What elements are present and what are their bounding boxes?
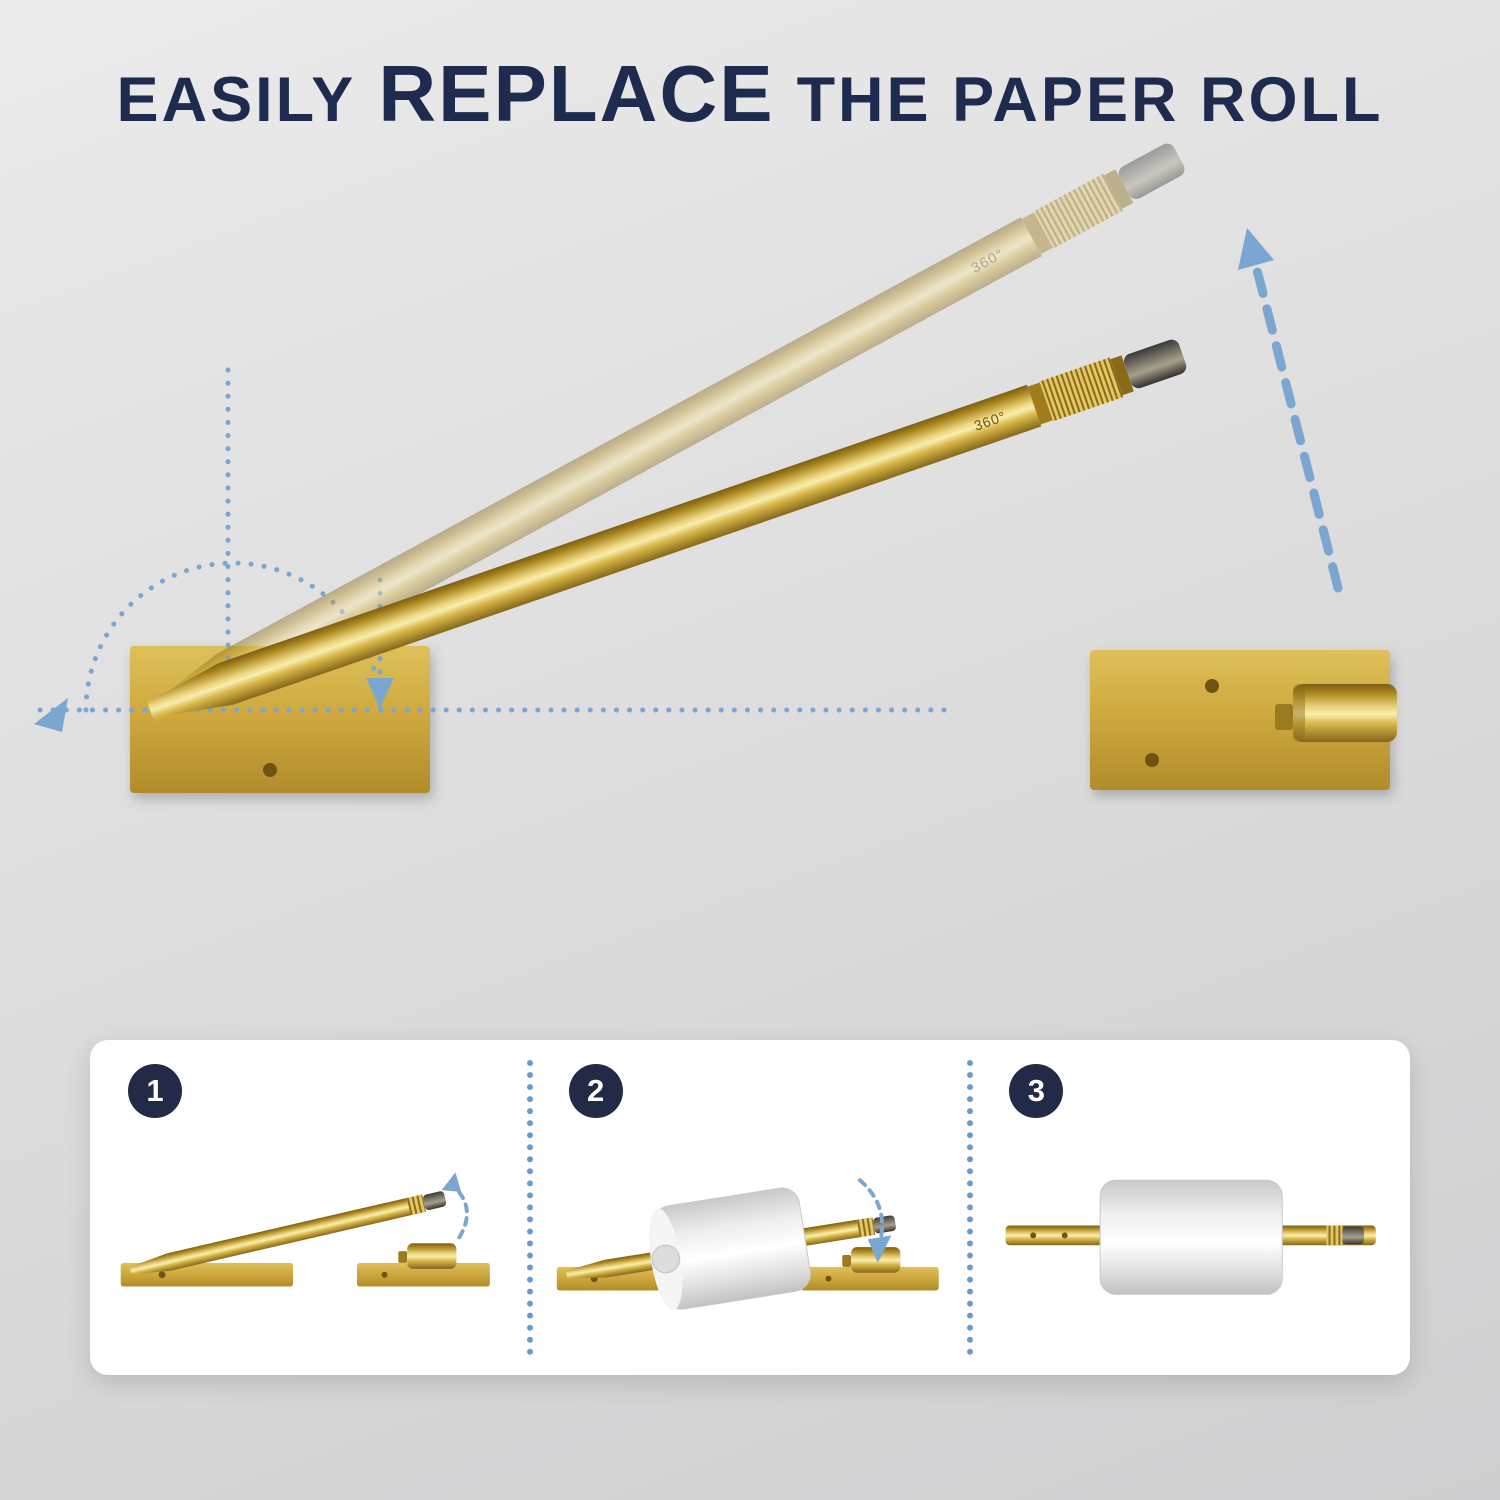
main-illustration: 360° 360° [34, 143, 1397, 793]
step3-left-rail [1005, 1225, 1114, 1245]
step-2-badge: 2 [568, 1064, 623, 1118]
step-3-badge: 3 [1009, 1064, 1064, 1118]
receiver-post [1275, 684, 1397, 742]
step-3-illustration [1005, 1179, 1376, 1295]
screw-hole [263, 763, 277, 777]
step-1: 1 [94, 1046, 525, 1369]
swing-left-arrow-icon [34, 698, 68, 732]
step1-bar [129, 1190, 446, 1275]
holder-bar: 360° [147, 339, 1187, 718]
title-word-replace: REPLACE [378, 49, 775, 138]
title-word-easily: EASILY [116, 65, 357, 135]
right-wall-plate [1090, 650, 1397, 790]
steps-panel: 1 2 [90, 1040, 1410, 1375]
swing-down-arrow-icon [366, 678, 394, 708]
step-2: 2 [535, 1046, 966, 1369]
page-title: EASILY REPLACE THE PAPER ROLL [0, 48, 1500, 140]
step-1-badge: 1 [128, 1064, 182, 1118]
screw-hole [1145, 753, 1159, 767]
step-3: 3 [975, 1046, 1406, 1369]
step1-right-plate [356, 1242, 490, 1287]
lift-up-arrowhead-icon [1238, 228, 1274, 270]
step2-bar-with-roll [566, 1187, 897, 1310]
step-3-number: 3 [1027, 1073, 1045, 1108]
step-divider [526, 1060, 533, 1355]
step-divider [967, 1060, 974, 1355]
step-2-illustration [557, 1177, 939, 1310]
title-word-rest: THE PAPER ROLL [796, 65, 1384, 135]
paper-roll [649, 1187, 812, 1310]
step3-right-rail [1269, 1225, 1376, 1245]
step2-right-plate [801, 1246, 939, 1291]
step-1-number: 1 [146, 1073, 164, 1108]
step1-lift-arrow-icon [451, 1183, 469, 1239]
lift-up-arrow-icon [1251, 261, 1343, 593]
step2-insert-arrow-icon [858, 1177, 885, 1245]
screw-hole [1205, 679, 1219, 693]
step-2-number: 2 [587, 1073, 605, 1108]
step3-paper-roll [1099, 1179, 1283, 1295]
step-1-illustration [120, 1172, 490, 1287]
